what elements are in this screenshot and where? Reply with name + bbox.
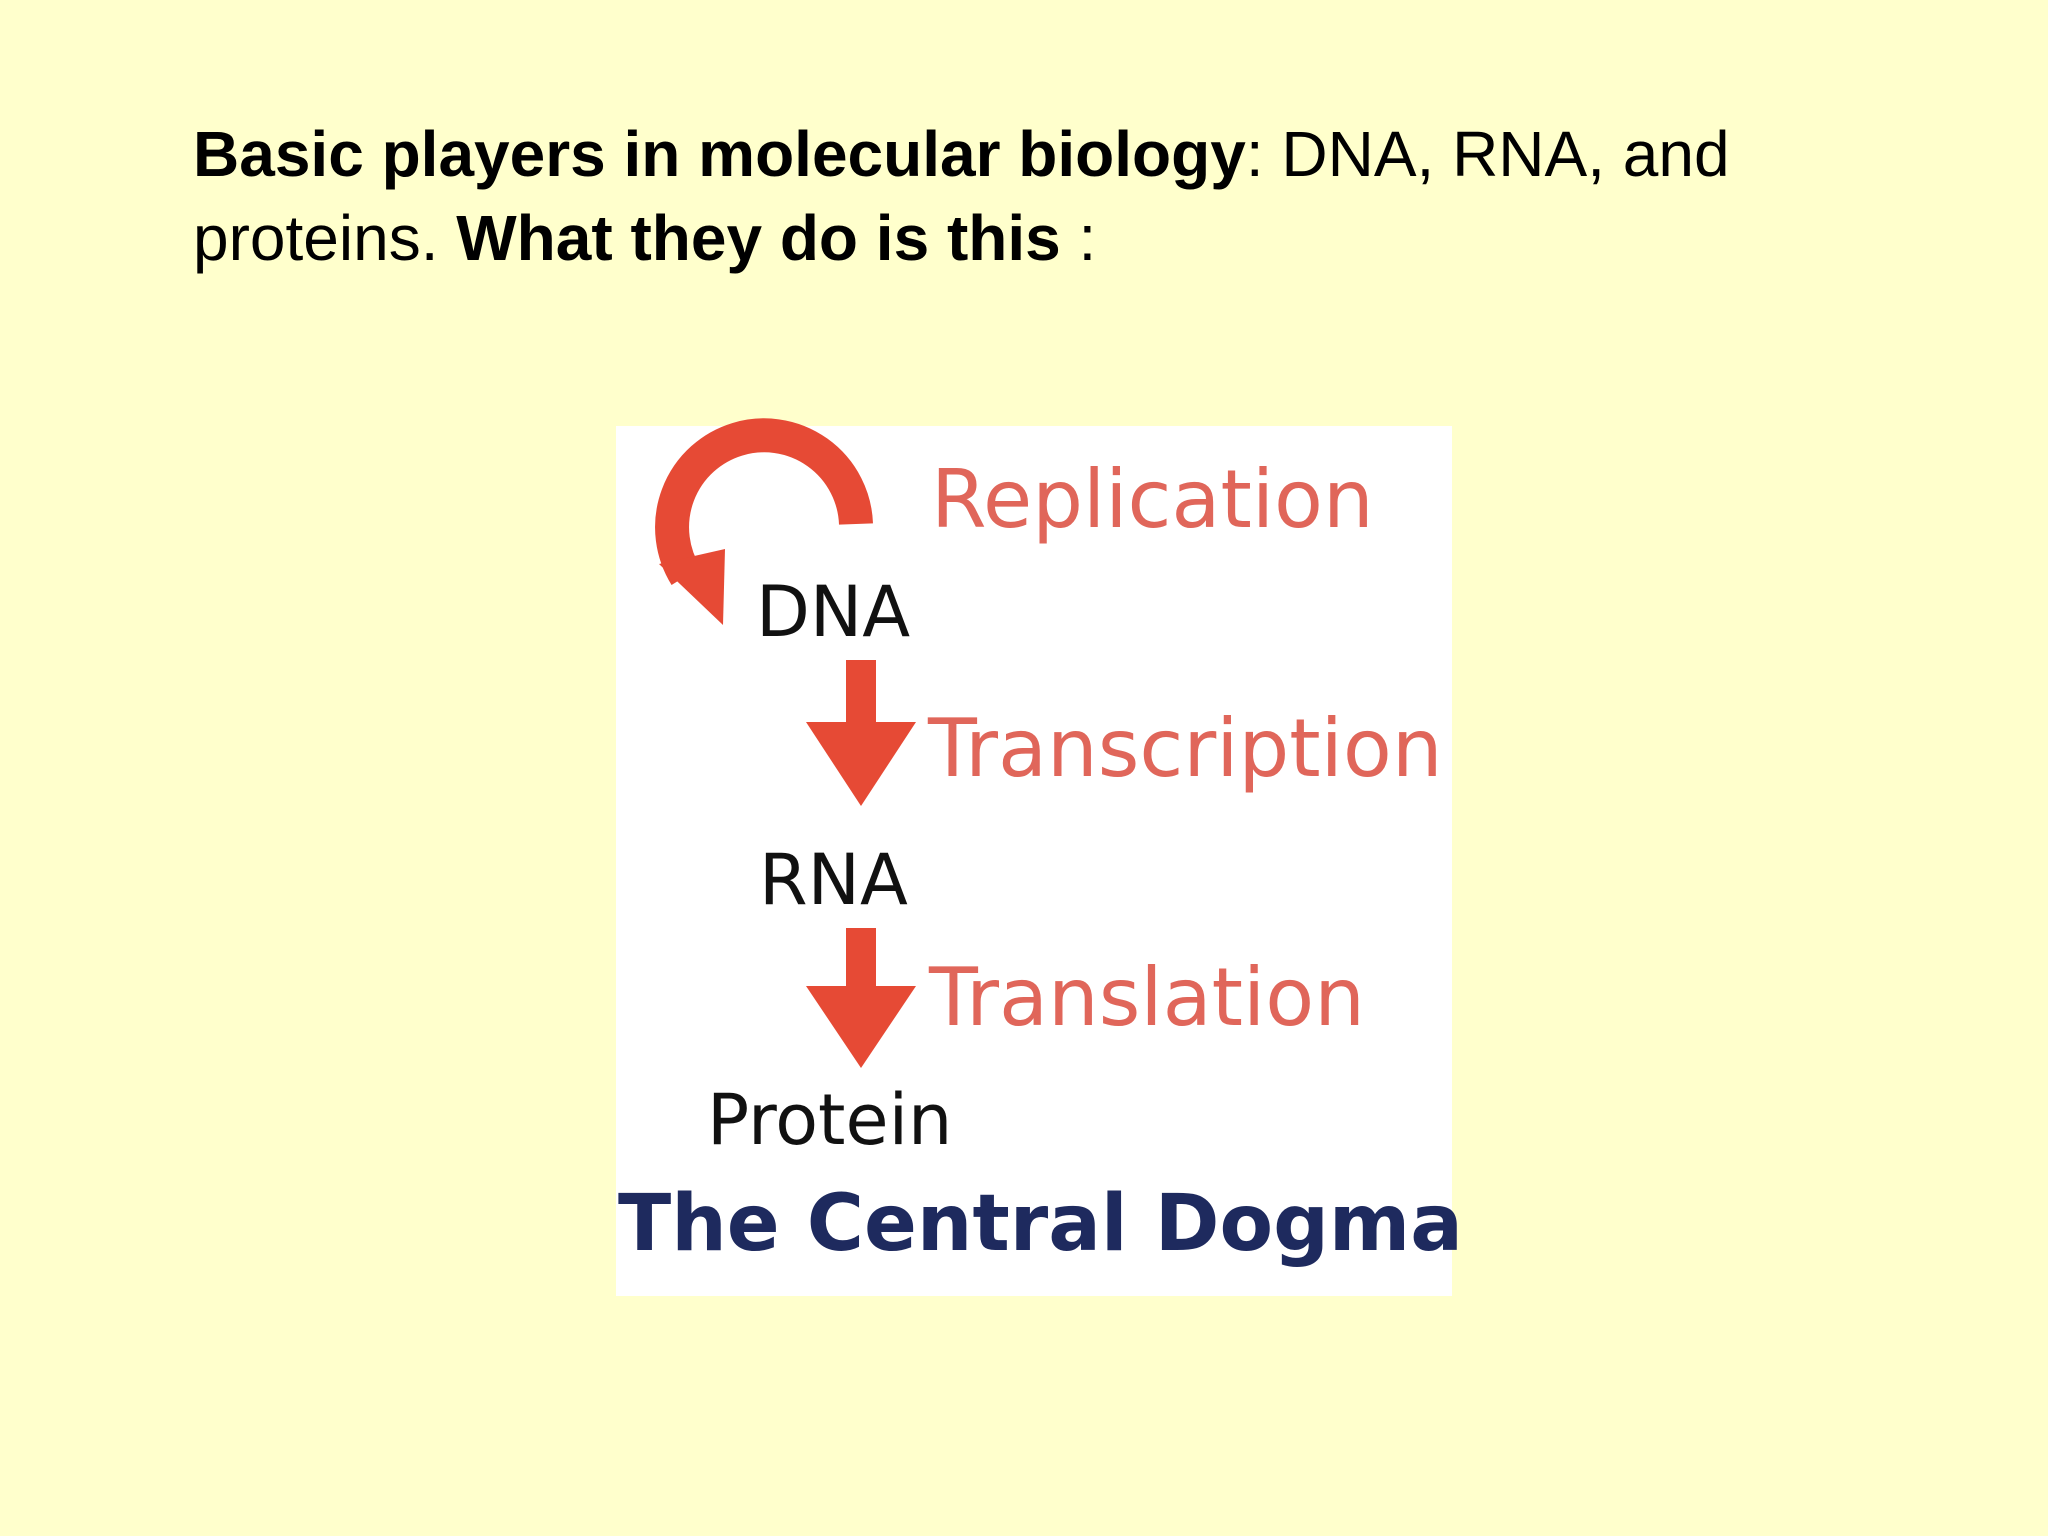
protein-label: Protein bbox=[707, 1079, 952, 1161]
replication-arrowhead-icon bbox=[659, 549, 725, 625]
intro-players: : DNA, RNA, and proteins. bbox=[193, 118, 1730, 274]
rna-label: RNA bbox=[759, 839, 908, 921]
intro-heading: Basic players in molecular biology bbox=[193, 118, 1246, 190]
transcription-label: Transcription bbox=[927, 702, 1443, 795]
question-colon: : bbox=[1060, 202, 1097, 274]
translation-arrowhead-icon bbox=[806, 986, 916, 1068]
central-dogma-diagram: Replication DNA Transcription RNA Transl… bbox=[616, 418, 1463, 1296]
translation-arrow-shaft-icon bbox=[846, 928, 876, 988]
replication-curved-arrow-icon bbox=[655, 418, 873, 585]
question-bold: What they do is this bbox=[456, 202, 1061, 274]
central-dogma-title: The Central Dogma bbox=[618, 1179, 1463, 1269]
dna-label: DNA bbox=[756, 571, 910, 653]
transcription-arrowhead-icon bbox=[806, 722, 916, 806]
replication-label: Replication bbox=[931, 453, 1374, 546]
translation-label: Translation bbox=[928, 951, 1365, 1044]
slide-intro-text: Basic players in molecular biology: DNA,… bbox=[193, 112, 1893, 280]
central-dogma-svg: Replication DNA Transcription RNA Transl… bbox=[618, 418, 1463, 1269]
transcription-arrow-shaft-icon bbox=[846, 660, 876, 724]
